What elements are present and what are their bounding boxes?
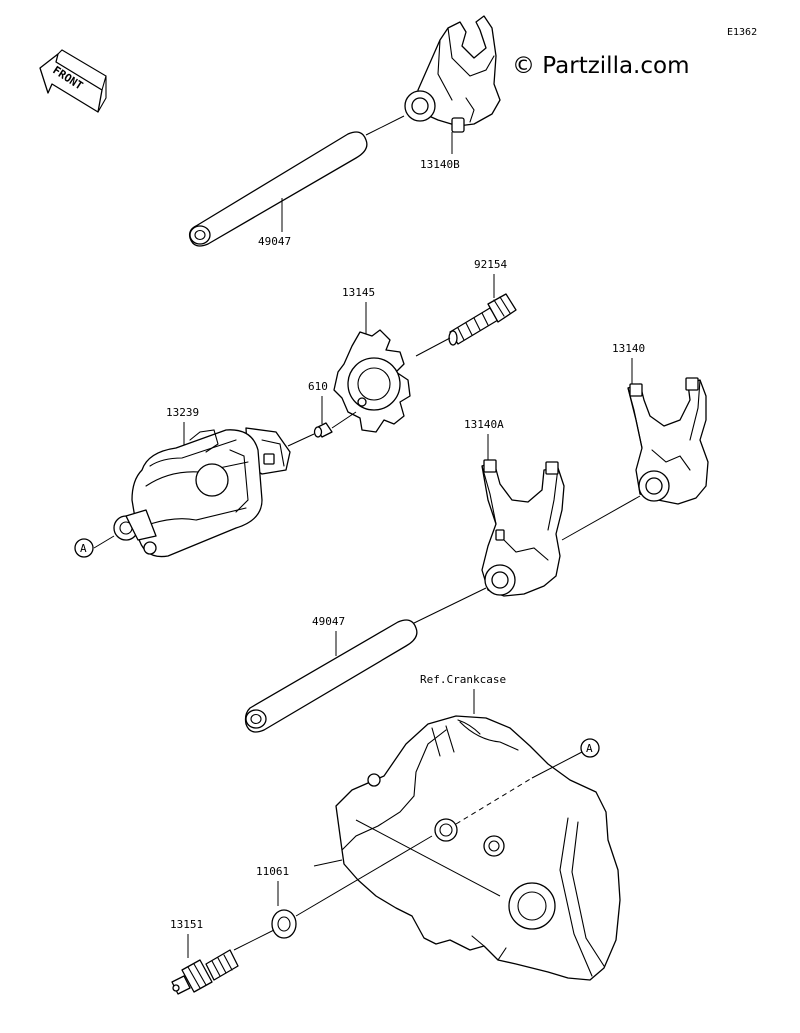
- label-13151: 13151: [170, 918, 203, 931]
- svg-text:A: A: [80, 542, 87, 555]
- shift-fork-13140b[interactable]: [404, 15, 501, 133]
- label-ref-crankcase: Ref.Crankcase: [420, 673, 506, 686]
- diagram-code: E1362: [727, 27, 757, 38]
- label-49047-bottom: 49047: [312, 615, 345, 628]
- pin-610[interactable]: [313, 422, 333, 438]
- shift-drum-cam-13145[interactable]: [333, 329, 411, 433]
- shift-fork-13140a[interactable]: [481, 459, 565, 597]
- shift-rod-49047-top[interactable]: [188, 131, 368, 247]
- watermark: © Partzilla.com: [512, 53, 690, 79]
- shift-drum-13239[interactable]: [113, 427, 291, 558]
- label-49047-top: 49047: [258, 235, 291, 248]
- label-13140: 13140: [612, 342, 645, 355]
- reference-marker-a-right: A: [580, 738, 600, 758]
- label-13140a: 13140A: [464, 418, 504, 431]
- label-13239: 13239: [166, 406, 199, 419]
- crankcase-reference: [335, 715, 621, 981]
- label-13140b: 13140B: [420, 158, 460, 171]
- svg-text:A: A: [586, 742, 593, 755]
- shift-fork-13140[interactable]: [627, 377, 709, 505]
- label-11061: 11061: [256, 865, 289, 878]
- label-610: 610: [308, 380, 328, 393]
- front-arrow-icon: FRONT: [39, 49, 107, 113]
- label-13145: 13145: [342, 286, 375, 299]
- label-92154: 92154: [474, 258, 507, 271]
- bolt-92154[interactable]: [448, 293, 517, 346]
- shift-rod-49047-bottom[interactable]: [244, 619, 418, 733]
- washer-11061[interactable]: [271, 909, 297, 939]
- reference-marker-a-left: A: [74, 538, 94, 558]
- switch-13151[interactable]: [171, 949, 239, 995]
